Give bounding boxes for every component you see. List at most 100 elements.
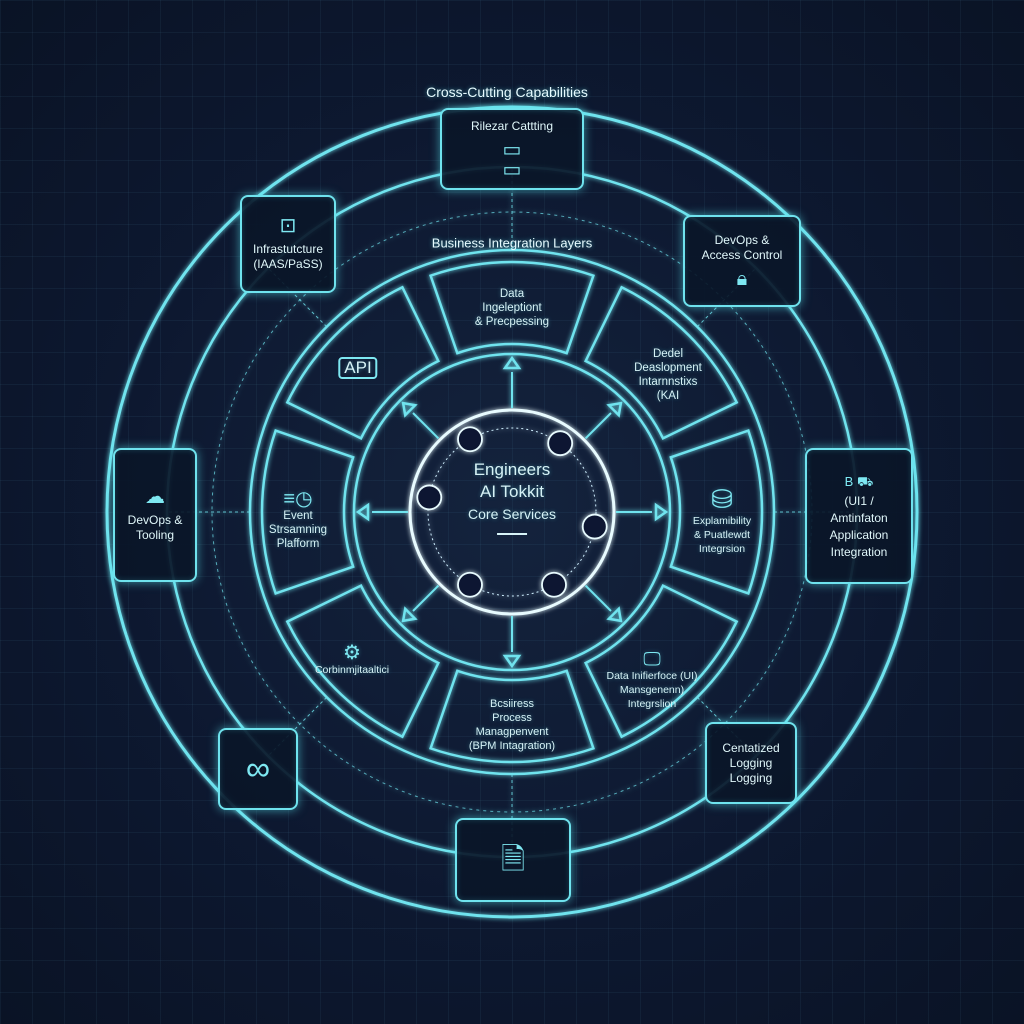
box-centralized-logging[interactable]: Centatized Logging Logging (705, 722, 797, 804)
box-application-integration[interactable]: B ⛟ (UI1 / Amtinfaton Application Integr… (805, 448, 913, 584)
server-rack-icon: ▭▭ (502, 138, 522, 181)
spoke-line (584, 412, 612, 440)
core-line-2: AI Tokkit (480, 482, 544, 501)
label-line: Deaslopment (634, 362, 702, 374)
label-line: DevOps & (127, 513, 183, 527)
label-line: Logging (729, 755, 773, 770)
label-line: Tooling (135, 528, 175, 542)
segment-api[interactable]: API (338, 357, 378, 379)
business-segment[interactable] (260, 429, 355, 595)
spoke-line (412, 412, 440, 440)
label-line: & Puatlewdt (693, 529, 751, 541)
label-line: Amtinfaton (830, 511, 888, 525)
business-segment[interactable] (583, 583, 739, 739)
spoke-line (412, 584, 440, 612)
box-rilezar-catting[interactable]: Rilezar Cattting ▭▭ (440, 108, 584, 190)
label-line: Ingeleptiont (482, 302, 542, 314)
service-node-icon[interactable] (457, 426, 483, 453)
business-segment[interactable] (285, 285, 441, 441)
spoke-line (584, 584, 612, 612)
gear-icon: ⚙ (343, 642, 361, 664)
monitor-icon: 🖵︎ (643, 649, 661, 669)
arrow-icon (401, 606, 418, 623)
arrow-icon (401, 401, 418, 418)
box-label: DevOps &Tooling (128, 513, 183, 543)
core-dotted-ring (427, 427, 597, 597)
arrow-icon (502, 355, 522, 370)
box-label: Rilezar Cattting (470, 118, 554, 133)
label-line: Intarnnstixs (638, 376, 698, 388)
middle-ring-title: Business Integration Layers (431, 235, 593, 251)
core-line-3: Core Services (468, 506, 556, 522)
label-line: Managpenvent (475, 726, 549, 738)
core-divider (496, 533, 527, 535)
segment-group (260, 260, 764, 764)
arrow-icon (355, 502, 370, 522)
business-segment[interactable] (429, 260, 595, 355)
label-line: Centatized (722, 740, 780, 755)
segment-configuration[interactable]: ⚙ Corbinmjitaaltici (315, 643, 389, 677)
outer-ring (105, 105, 919, 919)
label-line: Logging (729, 770, 773, 785)
label-line: (KAI (656, 390, 680, 402)
connector-line (696, 696, 757, 757)
label-line: (BPM Intagration) (468, 740, 556, 752)
arrow-icon (606, 401, 623, 418)
connector-line (267, 267, 328, 328)
segment-data-interface[interactable]: 🖵︎ Data Inifierfoce (UI)Mansgenenn)Integ… (606, 649, 697, 711)
label-line: Integration (830, 545, 888, 559)
label-line: Dedel (652, 348, 684, 360)
connector-line (696, 267, 757, 328)
label-line: Plafform (276, 538, 320, 550)
truck-icon-letter: B (844, 474, 854, 489)
box-infinity[interactable]: ∞ (218, 728, 298, 810)
lock-icon: 🔒︎ (736, 268, 748, 290)
label-line: Event (283, 510, 313, 522)
arrow-icon (654, 502, 669, 522)
label-line: Access Control (701, 248, 783, 262)
box-devops-access-control[interactable]: DevOps &Access Control 🔒︎ (683, 215, 801, 307)
box-devops-tooling[interactable]: ☁︎ DevOps &Tooling (113, 448, 197, 582)
box-infrastructure[interactable]: ⊡ Infrastutcture(IAAS/PaSS) (240, 195, 336, 293)
label-line: Application (829, 528, 889, 542)
truck-icon: B ⛟ (844, 474, 874, 489)
database-icon: ⛁ (711, 484, 733, 514)
inner-ring (352, 352, 672, 672)
stream-icon: ≡◷ (283, 488, 313, 510)
business-segment[interactable] (429, 669, 595, 764)
label-line: Data Inifierfoce (UI) (606, 670, 698, 682)
service-node-icon[interactable] (416, 484, 443, 511)
business-segment[interactable] (285, 583, 441, 739)
spoke-group (355, 355, 669, 669)
box-label: Infrastutcture(IAAS/PaSS) (253, 242, 323, 272)
business-segment[interactable] (669, 429, 764, 595)
service-node-icon[interactable] (541, 571, 567, 598)
core-label: Engineers AI Tokkit Core Services (468, 459, 556, 535)
service-node-icon[interactable] (547, 430, 574, 457)
box-document[interactable]: 🗎︎ (455, 818, 571, 902)
business-segment[interactable] (583, 285, 739, 441)
box-label: DevOps &Access Control (702, 233, 783, 263)
label-line: & Precpessing (474, 316, 550, 328)
label-line: (IAAS/PaSS) (253, 257, 323, 271)
arrow-icon (502, 654, 522, 669)
infinity-icon: ∞ (245, 750, 271, 788)
label-line: (UI1 / (844, 494, 874, 508)
service-node-icon[interactable] (457, 571, 483, 598)
cloud-icon: ☁︎ (145, 486, 165, 508)
core-line-1: Engineers (473, 460, 551, 479)
label-line: Corbinmjitaaltici (314, 664, 390, 676)
service-node-icon[interactable] (581, 513, 608, 540)
chip-icon: ⊡ (279, 215, 297, 237)
outer-ring-title: Cross-Cutting Capabilities (426, 84, 588, 100)
label-line: Integrslion (627, 698, 677, 710)
label-line: Process (492, 712, 532, 724)
document-icon: 🗎︎ (500, 843, 526, 876)
label-line: Strsamning (268, 524, 328, 536)
